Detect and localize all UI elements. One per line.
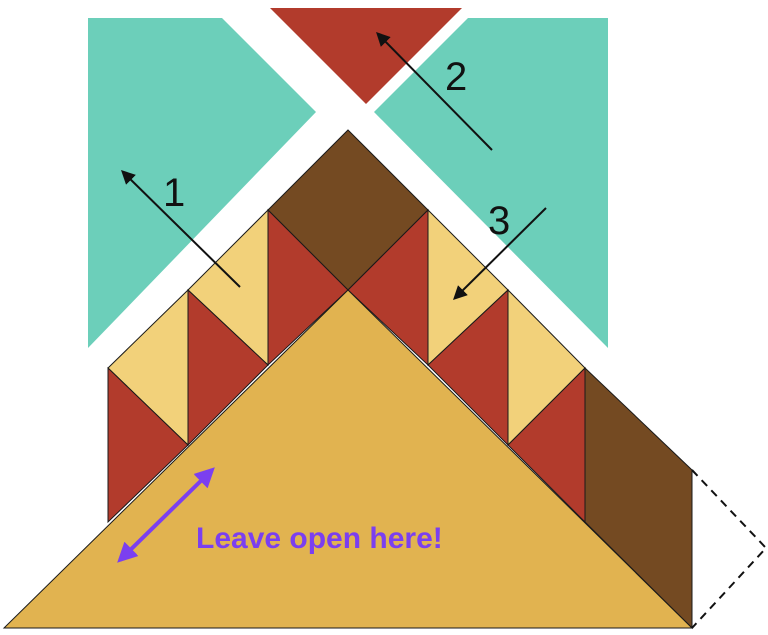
step-1-arrow [121,170,241,288]
dashed-corner-outline [691,469,768,629]
double-arrow-icon [117,467,215,563]
right-hst-strip [347,208,586,524]
top-triangle-piece [270,8,462,104]
step-2-arrow [376,32,493,151]
teal-corner-piece-right [374,18,608,348]
step-3-label: 3 [488,199,510,243]
step-2-label: 2 [445,55,467,99]
left-hst-strip [107,208,349,524]
step-1-label: 1 [163,171,185,215]
step-3-arrow [453,207,547,300]
leave-open-note: Leave open here! [196,522,443,555]
teal-corner-piece-left [88,18,316,348]
